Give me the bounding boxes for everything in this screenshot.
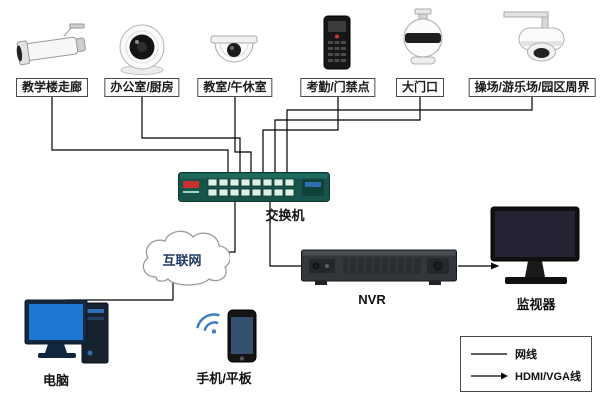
switch-label: 交换机 <box>265 208 305 223</box>
legend-row-network-cable: 网线 <box>469 344 537 364</box>
legend-hdmi-vga-label: HDMI/VGA线 <box>515 371 581 383</box>
computer-label: 电脑 <box>42 373 70 388</box>
nvr-label: NVR <box>358 292 386 307</box>
ptz-camera-icon <box>403 8 443 65</box>
legend: 网线 HDMI/VGA线 <box>460 336 592 392</box>
mobile-label: 手机/平板 <box>196 371 252 386</box>
monitor-label: 监视器 <box>516 297 556 312</box>
internet-label: 互联网 <box>162 253 202 268</box>
device-label-corridor: 教学楼走廊 <box>15 78 89 97</box>
nvr-icon <box>301 249 457 285</box>
legend-row-hdmi-vga: HDMI/VGA线 <box>469 366 581 386</box>
bullet-camera-icon <box>16 23 86 66</box>
network-switch-icon <box>178 172 330 202</box>
computer-icon <box>24 299 109 364</box>
device-label-access: 考勤/门禁点 <box>300 78 376 97</box>
turret-camera-icon <box>119 24 165 75</box>
device-label-office: 办公室/厨房 <box>104 78 180 97</box>
legend-network-cable-label: 网线 <box>515 349 537 361</box>
device-label-classroom: 教室/午休室 <box>197 78 273 97</box>
mini-dome-camera-icon <box>210 35 258 63</box>
speed-dome-camera-icon <box>503 11 565 62</box>
phone-wifi-icon <box>196 309 257 363</box>
device-label-gate: 大门口 <box>395 78 445 97</box>
hdmi-vga-arrow-icon <box>471 372 508 380</box>
monitor-icon <box>490 206 580 284</box>
network-cable-line-icon <box>471 353 507 355</box>
device-label-playground: 操场/游乐场/园区周界 <box>468 78 596 97</box>
internet-cloud-icon <box>142 230 230 286</box>
access-control-icon <box>323 15 351 70</box>
